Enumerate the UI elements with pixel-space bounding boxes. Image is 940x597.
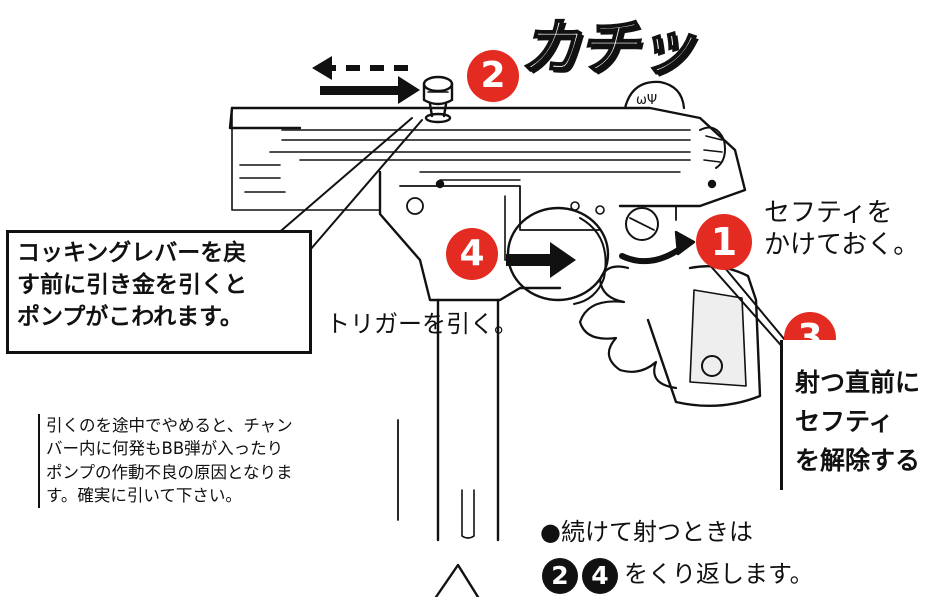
step-2-badge: 2 [467,50,519,102]
step-1-badge: 1 [696,214,752,270]
svg-text:ωΨ: ωΨ [636,93,657,108]
repeat-tail-text: をくり返します。 [624,560,814,588]
cocking-warning-box: コッキングレバーを戻 す前に引き金を引くと ポンプがこわれます。 [6,230,312,354]
lower-receiver [378,170,562,302]
pull-trigger-text: トリガーを引く。 [326,310,518,338]
hand [578,265,678,390]
repeat-step-4-badge: 4 [582,558,618,594]
sound-effect-text: カチッ [519,12,697,84]
safety-rotate-arrow [619,243,687,265]
rear-sight [623,80,686,110]
cocking-warning-text: コッキングレバーを戻 す前に引き金を引くと ポンプがこわれます。 [17,240,247,331]
release-safety-box: 射つ直前に セフティ を解除する [780,340,933,490]
trigger-pull-arrow [506,242,576,278]
safety-selector [625,207,659,241]
forward-arrow [320,76,420,104]
retract-arrow [312,56,408,80]
release-safety-text: 射つ直前に セフティ を解除する [795,368,921,475]
repeat-step-2-badge: 2 [542,558,578,594]
safety-on-text: セフティを かけておく。 [764,198,920,260]
receiver-outline [230,106,747,208]
repeat-intro-text: ●続けて射つときは [540,518,753,546]
pull-note-text: 引くのを途中でやめると、チャン バー内に何発もBB弾が入ったり ポンプの作動不良… [38,414,293,508]
step-4-badge: 4 [446,228,498,280]
cocking-lever [422,75,454,124]
magazine [436,298,500,542]
